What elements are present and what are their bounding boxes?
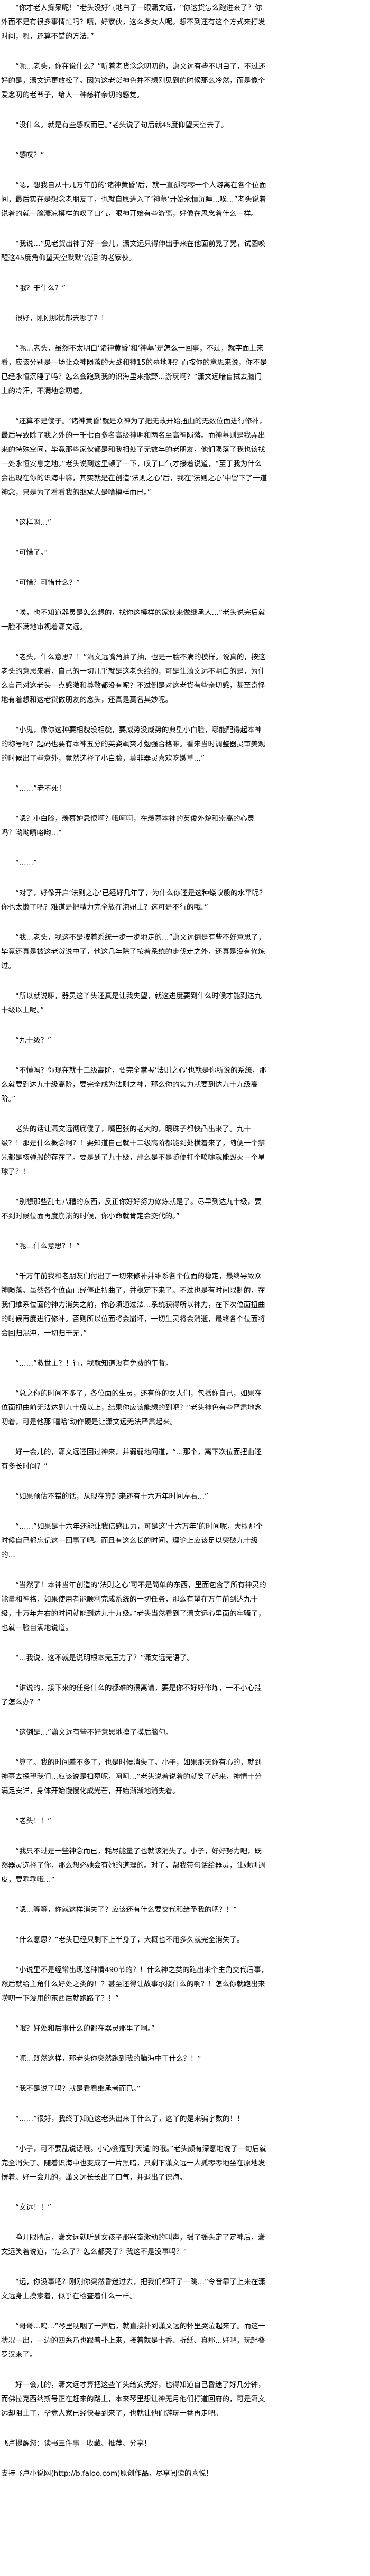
story-paragraph: “哦？干什么？” (15, 284, 66, 292)
story-paragraph: “…我说，这不就是说明根本无压力了？”潇文远无语了。 (15, 1654, 194, 1662)
story-paragraph: “总之你的时间不多了，各位面的生灵，还有你的女人们，包括你自己，如果在位面扭曲前… (1, 1389, 262, 1426)
story-paragraph: “可惜？可惜什么？” (15, 579, 80, 587)
story-paragraph: “千万年前我和老朋友们付出了一切来修补并维系各个位面的稳定，最终导致众神陨落。虽… (1, 1272, 265, 1338)
story-paragraph: “嗯？小白脸，羡慕妒忌恨啊？哦呵呵，在羡慕本神的英俊外貌和崇高的心灵吗？哟哟啧咯… (1, 815, 255, 837)
story-paragraph: “呃…老头，虽然不太明白‘诸神黄昏’和‘神墓’是怎么一回事，不过，就字面上来看，… (1, 344, 267, 395)
story-paragraph: “……”老不死！ (15, 784, 66, 793)
story-paragraph: “如果预估不错的话，从现在算起来还有十六万年时间左右…” (15, 1492, 208, 1501)
story-paragraph: “远，你没事吧？刚刚你突然昏迷过去，把我们都吓了一跳…”令音靠了上来在潇文远身上… (1, 2278, 265, 2300)
story-paragraph: “……”救世主？！行，我就知道没有免费的午餐。 (15, 1359, 173, 1368)
chapter-body: “你才老人痴呆呢！”老头没好气地白了一眼潇文远，“你这货怎么跑进来了？你外面不是… (1, 1, 269, 2421)
footer-reminder: 飞卢提醒您：读书三件事 - 收藏、推荐、分享！ (1, 2439, 151, 2448)
story-paragraph: “这倒是…”潇文远有些不好意思地摸了摸后脑勺。 (15, 1728, 173, 1737)
story-paragraph: “对了，好像开启‘法则之心’已经好几年了，为什么你还是这种蝼蚁般的水平呢？你也太… (1, 889, 266, 912)
story-paragraph: “……”很好，我终于知道这老头出来干什么了，这丫的是来骗字数的！！ (15, 2115, 244, 2123)
story-paragraph: 睁开眼睛后，潇文远就听到女孩子那兴奋激动的叫声，摇了摇头定了定神后，潇文远笑着说… (1, 2233, 265, 2256)
footer-support-link[interactable]: 支持飞卢小说网(http://b.faloo.com)原创作品，尽享阅读的喜悦！ (1, 2469, 213, 2478)
story-paragraph: “当然了！本神当年创造的‘法则之心’可不是简单的东西，里面包含了所有神灵的能量和… (1, 1581, 266, 1632)
story-paragraph: “我…老头，我这不是按着系统一步一步地走的…”潇文远倒是有些不好意思了，毕竟还真… (1, 933, 265, 970)
story-paragraph: “文远！！” (15, 2203, 51, 2212)
story-paragraph: “呃…既然这样，那老头你突然跑到我的脑海中干什么？！” (15, 2054, 201, 2063)
story-paragraph: “嗯…等等，你就这样消失了？应该还有什么要交代和给予我的吧？！” (15, 1906, 237, 1914)
story-paragraph: “我不是说了吗？就是看看继承者而已。” (15, 2085, 141, 2093)
story-paragraph: “可惜了。” (15, 548, 48, 557)
story-paragraph: “小鬼，像你这种要相貌没相貌，要威势没威势的典型小白脸，哪能配得起本神的称号啊？… (1, 726, 265, 763)
story-paragraph: 很好，刚刚那忧郁去哪了？！ (15, 314, 108, 323)
story-paragraph: “谁说的，接下来的任务什么的都难的很离谱，要是你不好好修炼，一不小心挂了怎么办？… (1, 1684, 262, 1707)
story-paragraph: “……”如果是十六年还能让我倍感压力，可是这‘十六万年’的时间呢，大概那个时候自… (1, 1522, 263, 1559)
story-paragraph: “所以就说嘛，器灵这丫头还真是让我失望，就这进度要到什么时候才能到达九十级以上呢… (1, 992, 262, 1015)
story-paragraph: “没什么。就是有些感叹而已。”老头说了句后就45度仰望天空去了。 (15, 121, 228, 129)
story-paragraph: “唉，也不知道器灵是怎么想的，找你这模样的家伙来做继承人…”老头说完后就一脸不满… (1, 609, 265, 631)
story-paragraph: “小子，可不要乱说话哦。小心会遭到‘天谴’的哦。”老头颇有深意地说了一句后就完全… (1, 2145, 266, 2182)
story-paragraph: “哥哥…呜…”琴里哽咽了一声后，就直接扑到潇文远的怀里哭泣起来了。而这一状况一出… (1, 2322, 265, 2359)
story-paragraph: “小说里不是经常出现这种情490节的？！什么神之类的跑出来个主角交代后事，然后就… (1, 1966, 269, 2003)
story-paragraph: “还算不是傻子。‘诸神黄昏’就是众神为了把无故开始扭曲的无数位面进行修补，最后导… (1, 417, 267, 497)
story-paragraph: “你才老人痴呆呢！”老头没好气地白了一眼潇文远，“你这货怎么跑进来了？你外面不是… (1, 4, 265, 41)
story-paragraph: “呃…什么意思？！” (15, 1242, 80, 1251)
story-paragraph: “什么意思？”老头已经只剩下上半身了，大概也不用多久就完全消失了。 (15, 1936, 244, 1944)
story-paragraph: 好一会儿的，潇文远才算把这些丫头给安抚好，也得知道自己昏迷了好几分钟，而佛拉克西… (1, 2381, 265, 2418)
story-paragraph: “算了。我的时间差不多了，也是时候消失了。小子，如果那天你有心的，就到神墓去探望… (1, 1758, 262, 1795)
story-paragraph: “我只不过是一些神念而已，耗尽能量了也就该消失了。小子，好好努力吧，既然器灵选择… (1, 1847, 265, 1884)
story-paragraph: “老头！！” (15, 1817, 51, 1825)
story-paragraph: “别想那些乱七八糟的东西，反正你好好努力修炼就是了。尽早到达九十级，要不到时候位… (1, 1198, 262, 1220)
story-paragraph: “老头，什么意思？！”潇文远嘴角抽了抽，也是一脸不满的模样。说真的，按这老头的意… (1, 653, 265, 704)
story-paragraph: “哦？好处和后事什么的都在器灵那里了啊。” (15, 2024, 155, 2033)
story-paragraph: “这样啊…” (15, 518, 51, 527)
story-paragraph: “不懂吗？你现在就十二级高阶，要完全掌握‘法则之心’也就是你所说的系统，那么就要… (1, 1066, 266, 1103)
story-paragraph: “九十级？” (15, 1036, 51, 1045)
story-paragraph: “嗯，想我自从十几万年前的‘诸神黄昏’后，就一直孤零零一个人游离在各个位面间，最… (1, 181, 266, 218)
story-paragraph: 老头的话让潇文远彻底傻了，嘴巴张的老大的，眼珠子都快凸出来了。九十级？！那是什么… (1, 1125, 265, 1176)
chapter-content: “你才老人痴呆呢！”老头没好气地白了一眼潇文远，“你这货怎么跑进来了？你外面不是… (1, 1, 269, 2478)
story-paragraph: 好一会儿的，潇文远还回过神来，并弱弱地问道，“…那个，离下次位面扭曲还有多长时间… (1, 1448, 262, 1471)
story-paragraph: “感叹？” (15, 151, 44, 159)
story-paragraph: “……” (15, 859, 37, 867)
story-paragraph: “我说…”见老货出神了好一会儿，潇文远只得伸出手来在他面前晃了晃，试图唤醒这45… (1, 240, 265, 262)
story-paragraph: “呃…老头，你在说什么？”听着老货念念叨叨的，潇文远有些不明白了，不过还好的是，… (1, 62, 265, 99)
